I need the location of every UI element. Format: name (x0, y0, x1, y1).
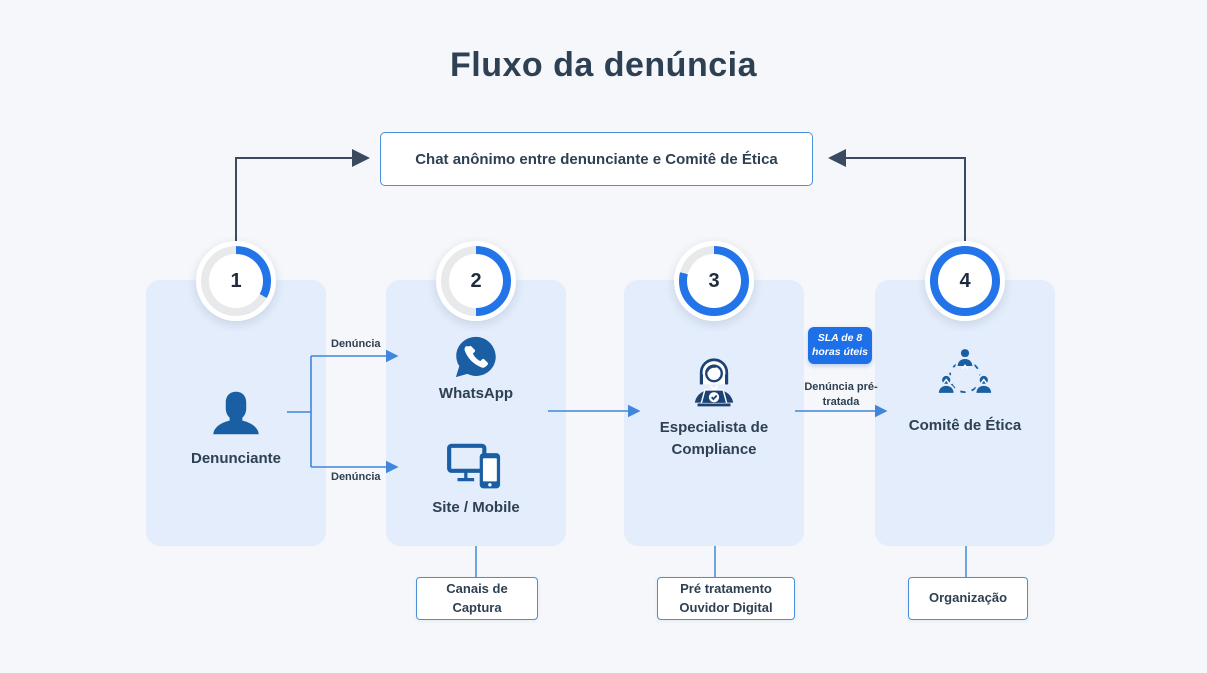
devices-icon (447, 443, 501, 489)
step-1-number: 1 (209, 254, 263, 308)
note-box-organizacao: Organização (908, 577, 1028, 620)
denuncia-label-bottom: Denúncia (331, 471, 381, 483)
denuncia-label-top: Denúncia (331, 338, 381, 350)
step-2-progress-ring: 2 (436, 241, 516, 321)
panel-comite: Comitê de Ética (875, 280, 1055, 546)
step-4-progress-ring: 4 (925, 241, 1005, 321)
step-3-number: 3 (687, 254, 741, 308)
step-3-label: Especialista de Compliance (659, 419, 769, 458)
note-box-pre-tratamento: Pré tratamento Ouvidor Digital (657, 577, 795, 620)
site-mobile-label: Site / Mobile (432, 498, 520, 516)
note-box-label: Pré tratamento Ouvidor Digital (679, 581, 773, 615)
step-2-number: 2 (449, 254, 503, 308)
whatsapp-label: WhatsApp (438, 385, 514, 402)
note-box-label: Organização (928, 590, 1008, 606)
step-4-label: Comitê de Ética (908, 417, 1022, 434)
compliance-specialist-icon (694, 358, 734, 407)
step-1-progress-ring: 1 (196, 241, 276, 321)
step-3-progress-ring: 3 (674, 241, 754, 321)
panel-canais: WhatsApp Site / Mobile (386, 280, 566, 546)
whatsapp-icon (455, 336, 496, 378)
arrow-step1-to-chat (235, 149, 370, 241)
note-box-label: Canais de Captura (446, 581, 508, 615)
chat-banner: Chat anônimo entre denunciante e Comitê … (380, 132, 813, 186)
sla-badge-label: SLA de 8 horas úteis (811, 332, 869, 358)
panel-especialista: Especialista de Compliance (624, 280, 804, 546)
arrow-step4-to-chat (828, 149, 966, 241)
step-1-label: Denunciante (190, 450, 281, 468)
note-box-canais-de-captura: Canais de Captura (416, 577, 538, 620)
pre-treated-label: Denúncia pré-tratada (804, 381, 878, 408)
chat-banner-label: Chat anônimo entre denunciante e Comitê … (415, 150, 778, 168)
step-4-number: 4 (938, 254, 992, 308)
sla-badge: SLA de 8 horas úteis (808, 327, 872, 364)
ethics-committee-icon (936, 346, 994, 395)
panel-denunciante: Denunciante (146, 280, 326, 546)
person-icon (213, 391, 259, 435)
page-title: Fluxo da denúncia (450, 46, 757, 84)
